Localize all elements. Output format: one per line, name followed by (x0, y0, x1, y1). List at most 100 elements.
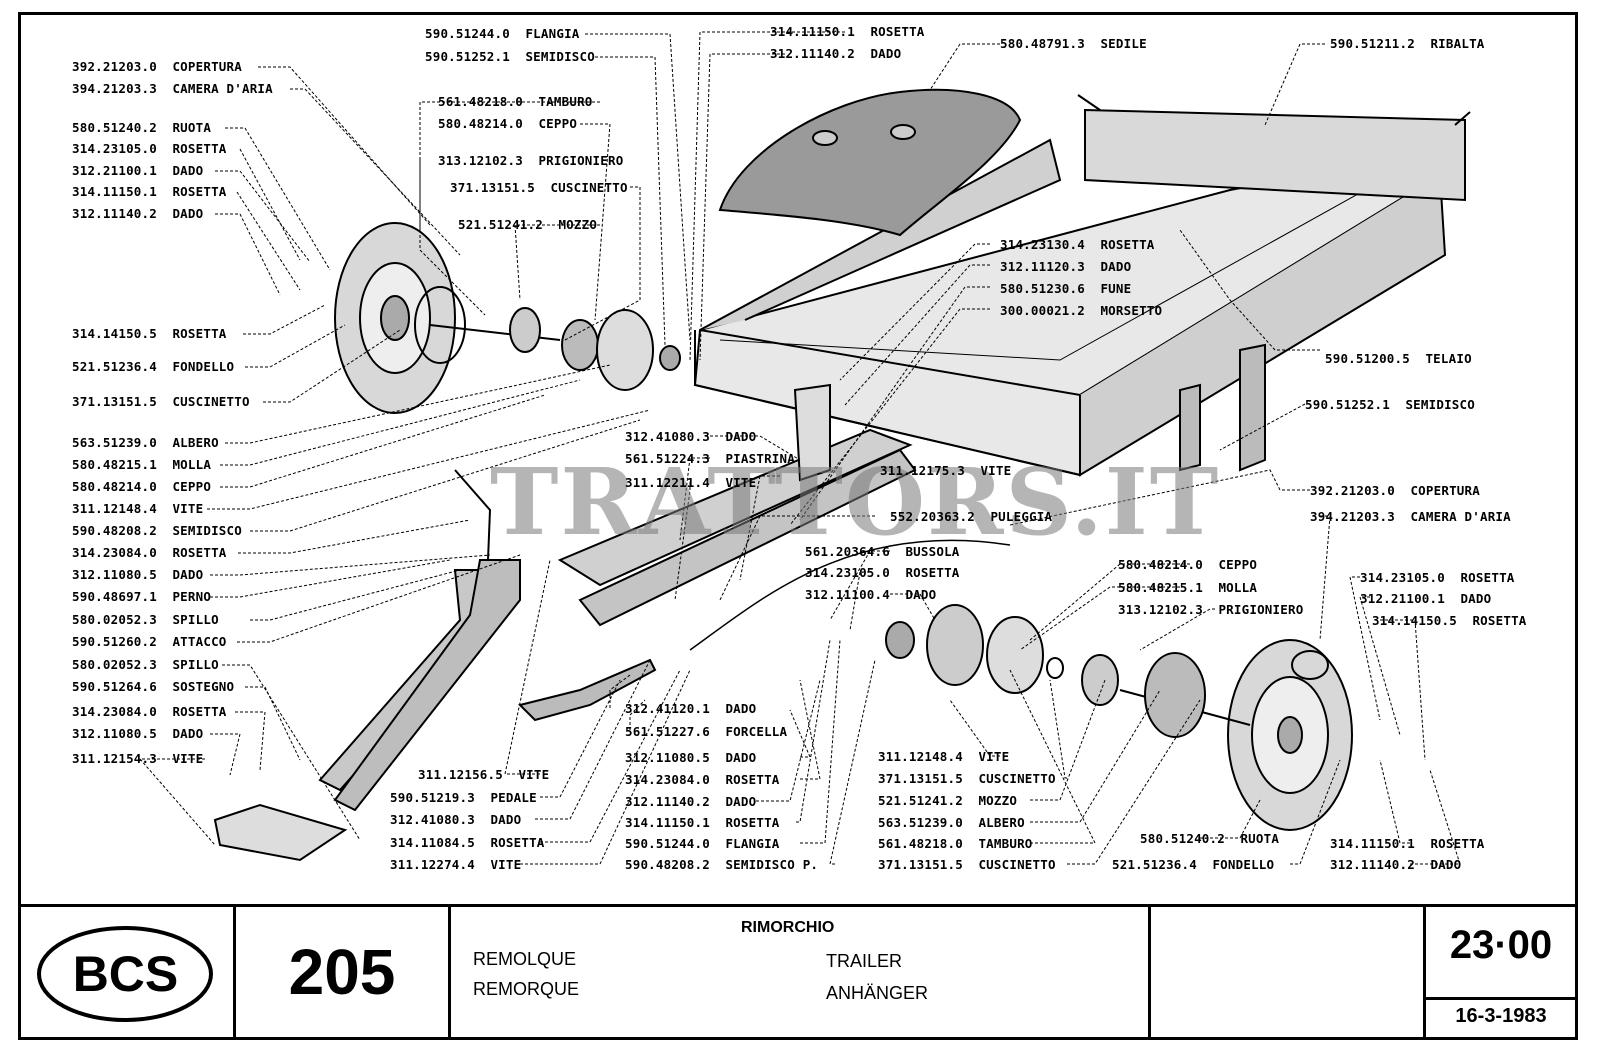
part-label: 371.13151.5 CUSCINETTO (450, 180, 628, 195)
part-label: 394.21203.3 CAMERA D'ARIA (1310, 509, 1511, 524)
pedal-pedale (518, 658, 657, 722)
part-label: 590.51260.2 ATTACCO (72, 634, 227, 649)
part-label: 561.51224.3 PIASTRINA (625, 451, 795, 466)
part-label: 312.11080.5 DADO (625, 750, 757, 765)
title-english: TRAILER (826, 951, 903, 971)
part-label: 311.12274.4 VITE (390, 857, 522, 872)
drawing-sheet (18, 12, 1578, 1040)
part-label: 314.23105.0 ROSETTA (72, 141, 227, 156)
wheel-right-ruota (1227, 639, 1353, 831)
part-label: 314.23084.0 ROSETTA (72, 704, 227, 719)
part-label: 314.11150.1 ROSETTA (72, 184, 227, 199)
part-label: 580.48214.0 CEPPO (438, 116, 578, 131)
part-label: 590.51211.2 RIBALTA (1330, 36, 1485, 51)
part-label: 371.13151.5 CUSCINETTO (878, 857, 1056, 872)
brand-cell: BCS (18, 907, 236, 1040)
part-label: 314.11084.5 ROSETTA (390, 835, 545, 850)
base-plate (213, 803, 348, 862)
part-label: 314.23105.0 ROSETTA (805, 565, 960, 580)
part-label: 312.11140.2 DADO (625, 794, 757, 809)
part-label: 300.00021.2 MORSETTO (1000, 303, 1163, 318)
date-divider (1426, 997, 1578, 1000)
part-label: 311.12148.4 VITE (878, 749, 1010, 764)
part-label: 312.41120.1 DADO (625, 701, 757, 716)
part-label: 311.12156.5 VITE (418, 767, 550, 782)
part-label: 311.12154.3 VITE (72, 751, 204, 766)
part-label: 590.51264.6 SOSTEGNO (72, 679, 235, 694)
support-stand-sostegno (318, 469, 521, 812)
part-label: 314.23084.0 ROSETTA (72, 545, 227, 560)
part-label: 314.11150.1 ROSETTA (1330, 836, 1485, 851)
part-label: 312.11120.3 DADO (1000, 259, 1132, 274)
title-cell: RIMORCHIO REMOLQUE REMORQUE TRAILER ANHÄ… (451, 907, 1151, 1040)
part-label: 311.12175.3 VITE (880, 463, 1012, 478)
part-label: 314.11150.1 ROSETTA (770, 24, 925, 39)
part-label: 312.11080.5 DADO (72, 726, 204, 741)
tailgate-ribalta (1077, 94, 1471, 202)
bcs-logo (37, 926, 213, 1022)
part-label: 552.20363.2 PULEGGIA (890, 509, 1053, 524)
title-german: ANHÄNGER (826, 983, 929, 1003)
part-label: 590.51252.1 SEMIDISCO (425, 49, 595, 64)
part-label: 580.02052.3 SPILLO (72, 612, 219, 627)
part-label: 521.51241.2 MOZZO (878, 793, 1018, 808)
part-label: 590.48208.2 SEMIDISCO P. (625, 857, 819, 872)
right-hub-assembly (885, 604, 1251, 738)
brand-text: BCS (72, 946, 179, 1002)
trailer-frame-telaio (693, 138, 1447, 477)
drawbar (557, 383, 917, 627)
part-label: 392.21203.0 COPERTURA (72, 59, 242, 74)
part-label: 314.23084.0 ROSETTA (625, 772, 780, 787)
part-label: 563.51239.0 ALBERO (72, 435, 219, 450)
part-label: 314.14150.5 ROSETTA (1372, 613, 1527, 628)
model-cell: 205 (236, 907, 451, 1040)
part-label: 521.51241.2 MOZZO (458, 217, 598, 232)
part-label: 590.51244.0 FLANGIA (625, 836, 780, 851)
part-label: 580.48214.0 CEPPO (72, 479, 212, 494)
part-label: 394.21203.3 CAMERA D'ARIA (72, 81, 273, 96)
title-italian: RIMORCHIO (741, 919, 835, 936)
part-label: 312.41080.3 DADO (625, 429, 757, 444)
part-label: 580.48214.0 CEPPO (1118, 557, 1258, 572)
part-label: 521.51236.4 FONDELLO (72, 359, 235, 374)
part-label: 312.11140.2 DADO (1330, 857, 1462, 872)
part-label: 580.02052.3 SPILLO (72, 657, 219, 672)
blank-cell (1151, 907, 1426, 1040)
part-label: 561.48218.0 TAMBURO (438, 94, 593, 109)
part-label: 314.14150.5 ROSETTA (72, 326, 227, 341)
part-label: 371.13151.5 CUSCINETTO (72, 394, 250, 409)
part-label: 312.11100.4 DADO (805, 587, 937, 602)
part-label: 580.51240.2 RUOTA (72, 120, 212, 135)
part-label: 312.41080.3 DADO (390, 812, 522, 827)
part-label: 561.51227.6 FORCELLA (625, 724, 788, 739)
table-number: 23·00 (1449, 923, 1553, 967)
part-label: 312.21100.1 DADO (72, 163, 204, 178)
cable-fune (689, 539, 1011, 651)
part-label: 521.51236.4 FONDELLO (1112, 857, 1275, 872)
part-label: 312.11140.2 DADO (72, 206, 204, 221)
part-label: 392.21203.0 COPERTURA (1310, 483, 1480, 498)
part-label: 580.51230.6 FUNE (1000, 281, 1132, 296)
title-block: BCS 205 RIMORCHIO REMOLQUE REMORQUE TRAI… (18, 904, 1578, 1043)
part-label: 561.20364.6 BUSSOLA (805, 544, 960, 559)
title-french: REMORQUE (473, 979, 580, 999)
leader-lines (138, 31, 1461, 865)
part-label: 563.51239.0 ALBERO (878, 815, 1025, 830)
part-label: 590.51200.5 TELAIO (1325, 351, 1472, 366)
part-label: 590.51244.0 FLANGIA (425, 26, 580, 41)
model-number: 205 (288, 936, 396, 1008)
part-label: 313.12102.3 PRIGIONIERO (438, 153, 624, 168)
part-label: 580.48215.1 MOLLA (1118, 580, 1258, 595)
part-label: 590.51252.1 SEMIDISCO (1305, 397, 1475, 412)
part-label: 580.48791.3 SEDILE (1000, 36, 1147, 51)
part-label: 311.12148.4 VITE (72, 501, 204, 516)
date: 16-3-1983 (1455, 1005, 1547, 1027)
part-label: 312.11140.2 DADO (770, 46, 902, 61)
watermark: TRATTORS.IT (490, 448, 1221, 556)
part-label: 590.48208.2 SEMIDISCO (72, 523, 242, 538)
part-label: 580.48215.1 MOLLA (72, 457, 212, 472)
part-label: 590.48697.1 PERNO (72, 589, 212, 604)
seat-sedile (718, 88, 1022, 237)
part-label: 561.48218.0 TAMBURO (878, 836, 1033, 851)
